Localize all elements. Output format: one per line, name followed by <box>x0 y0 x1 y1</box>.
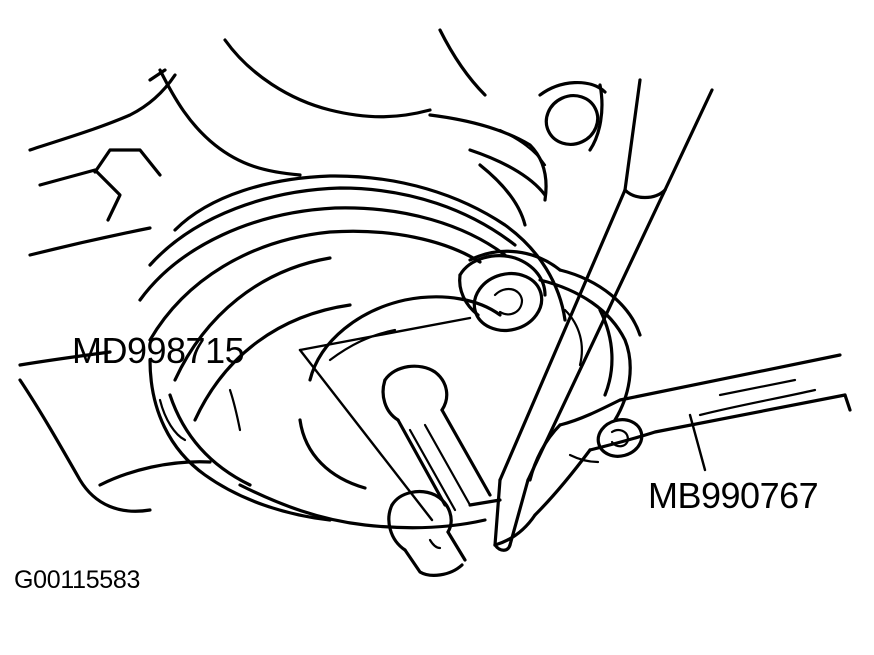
callout-mb990767: MB990767 <box>648 475 819 516</box>
pry-bar <box>493 78 714 552</box>
leader-md998715-upper <box>298 316 472 352</box>
leader-lines <box>298 316 707 522</box>
upper-stud <box>458 249 562 333</box>
figure-id: G00115583 <box>14 566 141 594</box>
upper-housing <box>428 80 607 227</box>
leader-mb990767 <box>688 413 707 472</box>
tool-mb990767 <box>493 353 852 547</box>
tool-md998715 <box>381 364 502 577</box>
leader-md998715-lower <box>298 348 434 522</box>
callout-md998715: MD998715 <box>72 330 245 371</box>
hub-body <box>138 174 567 530</box>
housing-outline <box>18 28 487 513</box>
